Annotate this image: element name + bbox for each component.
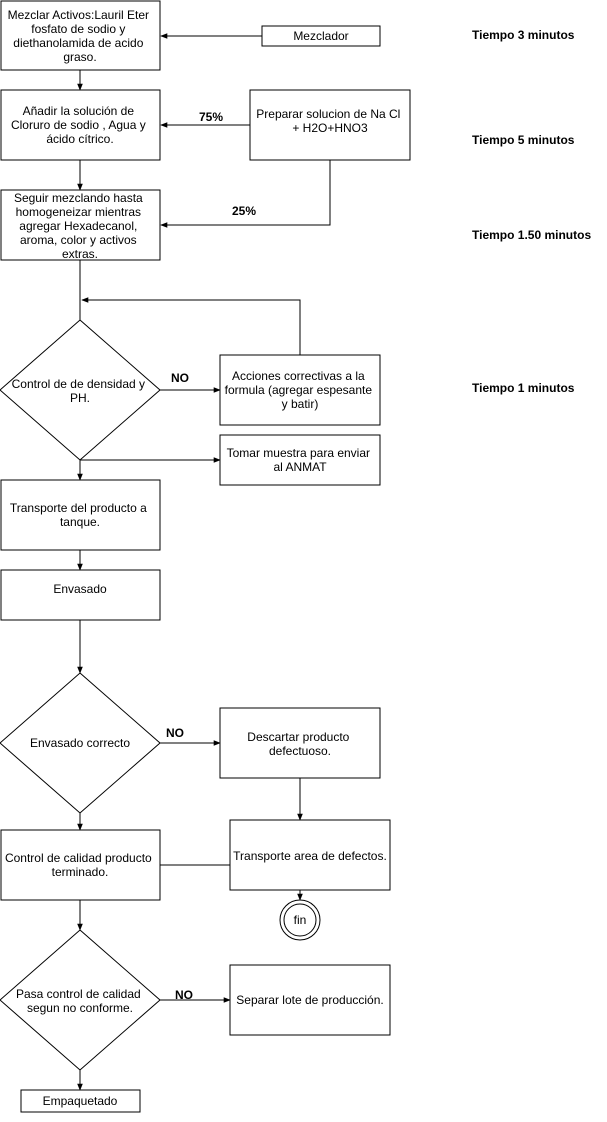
node-pasa-control-text: Pasa control de calidad segun no conform…	[16, 987, 144, 1015]
node-tomar-muestra: Tomar muestra para enviar al ANMAT	[219, 434, 381, 486]
node-fin-text: fin	[294, 913, 307, 927]
node-transporte-defectos-text: Transporte area de defectos.	[233, 849, 387, 863]
edge-acciones-loop	[81, 297, 301, 355]
node-envasado-correcto: Envasado correcto	[0, 672, 161, 814]
node-tomar-muestra-text: Tomar muestra para enviar al ANMAT	[227, 446, 374, 474]
node-acciones-correctivas-text: Acciones correctivas a la formula (agreg…	[225, 369, 376, 411]
edge-label-no-envasado: NO	[166, 726, 184, 740]
node-envasado: Envasado	[0, 569, 161, 621]
node-anadir-solucion-text: Añadir la solución de Cloruro de sodio ,…	[11, 104, 149, 146]
node-preparar-solucion: Preparar solucion de Na Cl + H2O+HNO3	[249, 89, 411, 161]
node-control-calidad: Control de calidad producto terminado.	[0, 829, 161, 901]
node-transporte-defectos: Transporte area de defectos.	[229, 819, 391, 891]
node-envasado-text: Envasado	[53, 582, 107, 596]
node-mezclador: Mezclador	[261, 25, 381, 47]
edge-label-25: 25%	[232, 204, 256, 218]
node-envasado-correcto-text: Envasado correcto	[30, 736, 130, 750]
node-preparar-solucion-text: Preparar solucion de Na Cl + H2O+HNO3	[256, 107, 403, 135]
node-mezclar-activos: Mezclar Activos:Lauril Eter fosfato de s…	[0, 0, 161, 71]
node-fin: fin	[279, 899, 321, 941]
node-transporte-tanque: Transporte del producto a tanque.	[0, 479, 161, 551]
node-mezclador-text: Mezclador	[293, 29, 348, 43]
node-descartar-producto-text: Descartar producto defectuoso.	[247, 730, 352, 758]
edge-preparar-to-seguir	[160, 160, 331, 228]
time-annotation-3: Tiempo 1.50 minutos	[472, 228, 591, 242]
time-annotation-4: Tiempo 1 minutos	[472, 381, 575, 395]
node-seguir-mezclando: Seguir mezclando hasta homogeneizar mien…	[0, 189, 161, 261]
edge-label-no-densidad: NO	[171, 371, 189, 385]
node-control-calidad-text: Control de calidad producto terminado.	[5, 851, 155, 879]
node-anadir-solucion: Añadir la solución de Cloruro de sodio ,…	[0, 89, 161, 161]
time-annotation-1: Tiempo 3 minutos	[472, 28, 575, 42]
edge-label-no-calidad: NO	[175, 988, 193, 1002]
node-separar-lote-text: Separar lote de producción.	[236, 993, 383, 1007]
node-separar-lote: Separar lote de producción.	[229, 964, 391, 1036]
node-acciones-correctivas: Acciones correctivas a la formula (agreg…	[219, 354, 381, 426]
node-empaquetado-text: Empaquetado	[43, 1094, 118, 1108]
node-empaquetado: Empaquetado	[20, 1089, 141, 1113]
edge-label-75: 75%	[199, 110, 223, 124]
node-seguir-mezclando-text: Seguir mezclando hasta homogeneizar mien…	[14, 191, 146, 261]
node-pasa-control: Pasa control de calidad segun no conform…	[0, 929, 161, 1071]
time-annotation-2: Tiempo 5 minutos	[472, 133, 575, 147]
node-transporte-tanque-text: Transporte del producto a tanque.	[10, 501, 150, 529]
node-control-densidad: Control de de densidad y PH.	[0, 319, 161, 461]
node-mezclar-activos-text: Mezclar Activos:Lauril Eter fosfato de s…	[8, 8, 153, 64]
node-descartar-producto: Descartar producto defectuoso.	[219, 707, 381, 779]
node-control-densidad-text: Control de de densidad y PH.	[12, 377, 149, 405]
connectors	[77, 33, 331, 1091]
